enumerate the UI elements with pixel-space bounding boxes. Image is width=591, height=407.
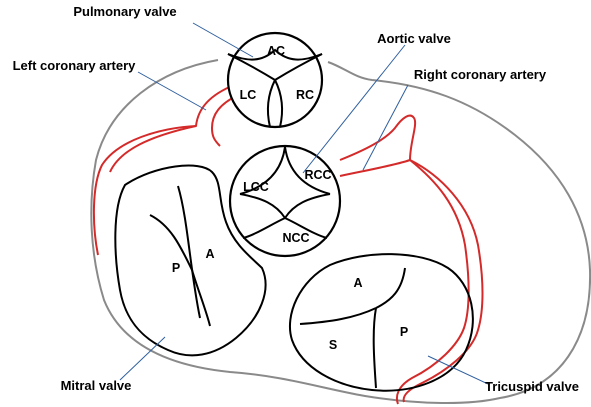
mitral-valve-pointer	[119, 336, 166, 381]
right-coronary-artery-outer	[339, 114, 484, 403]
right-coronary-artery-label: Right coronary artery	[414, 67, 547, 82]
pulmonary-valve-pointer	[192, 22, 254, 58]
left-coronary-artery-pointer	[137, 71, 207, 111]
right-coronary-artery-inner	[339, 159, 470, 405]
mitral-leaflet-a: A	[205, 247, 214, 261]
aortic-cusp-lcc: LCC	[243, 180, 269, 194]
mitral-leaflet-p: P	[172, 261, 180, 275]
left-coronary-artery-branch	[109, 125, 197, 173]
left-coronary-artery-label: Left coronary artery	[13, 58, 137, 73]
tricuspid-leaflet-a: A	[353, 276, 362, 290]
pulmonary-cusp-lc: LC	[240, 88, 257, 102]
pulmonary-cusp-rc: RC	[296, 88, 314, 102]
pulmonary-cusp-ac: AC	[267, 44, 285, 58]
aortic-valve	[228, 144, 342, 258]
tricuspid-leaflet-s: S	[329, 338, 337, 352]
tricuspid-valve-pointer	[427, 355, 489, 385]
right-coronary-artery-pointer	[362, 84, 409, 171]
aortic-cusp-ncc: NCC	[282, 231, 309, 245]
tricuspid-valve-label: Tricuspid valve	[485, 379, 579, 394]
left-coronary-artery-outer	[92, 84, 235, 256]
mitral-valve	[114, 164, 267, 357]
aortic-cusp-rcc: RCC	[304, 168, 331, 182]
left-coronary-artery-inner	[211, 94, 239, 147]
heart-outline	[90, 59, 591, 404]
pulmonary-valve-label: Pulmonary valve	[73, 4, 176, 19]
tricuspid-leaflet-p: P	[400, 325, 408, 339]
mitral-valve-label: Mitral valve	[61, 378, 132, 393]
aortic-valve-label: Aortic valve	[377, 31, 451, 46]
tricuspid-valve	[289, 253, 474, 392]
aortic-valve-pointer	[302, 44, 406, 174]
